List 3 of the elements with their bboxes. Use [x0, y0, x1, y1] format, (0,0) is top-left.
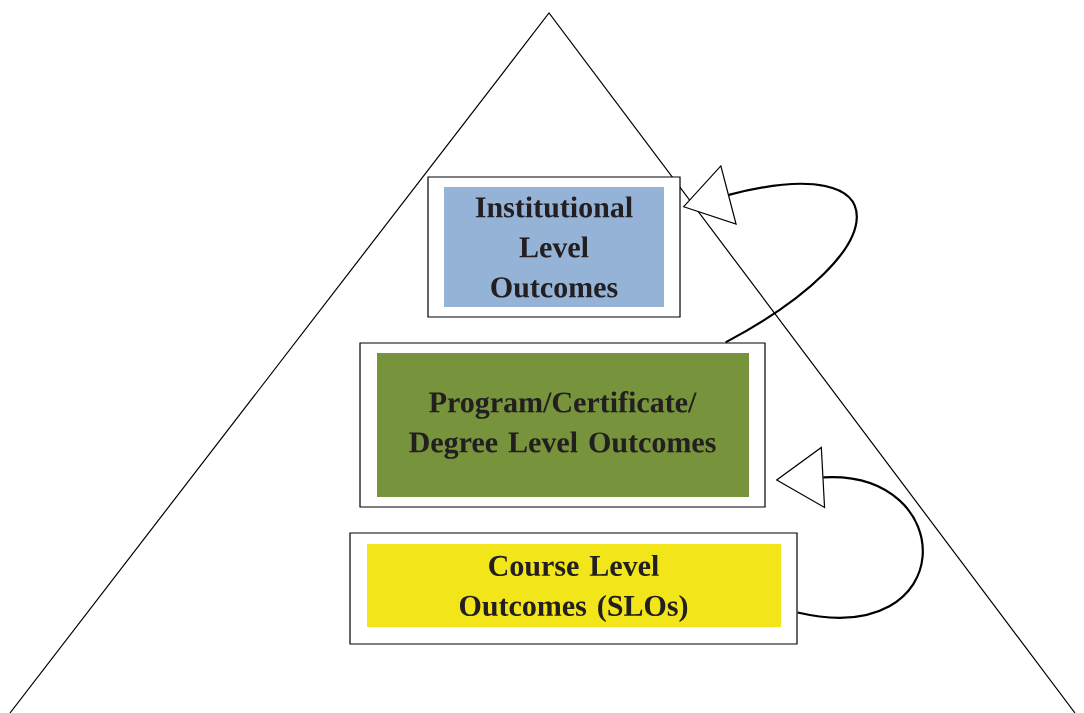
outcome-box: Course Level Outcomes (SLOs) [349, 532, 798, 645]
outcome-box: Institutional Level Outcomes [427, 176, 681, 318]
outcome-box: Program/Certificate/ Degree Level Outcomes [359, 342, 766, 508]
